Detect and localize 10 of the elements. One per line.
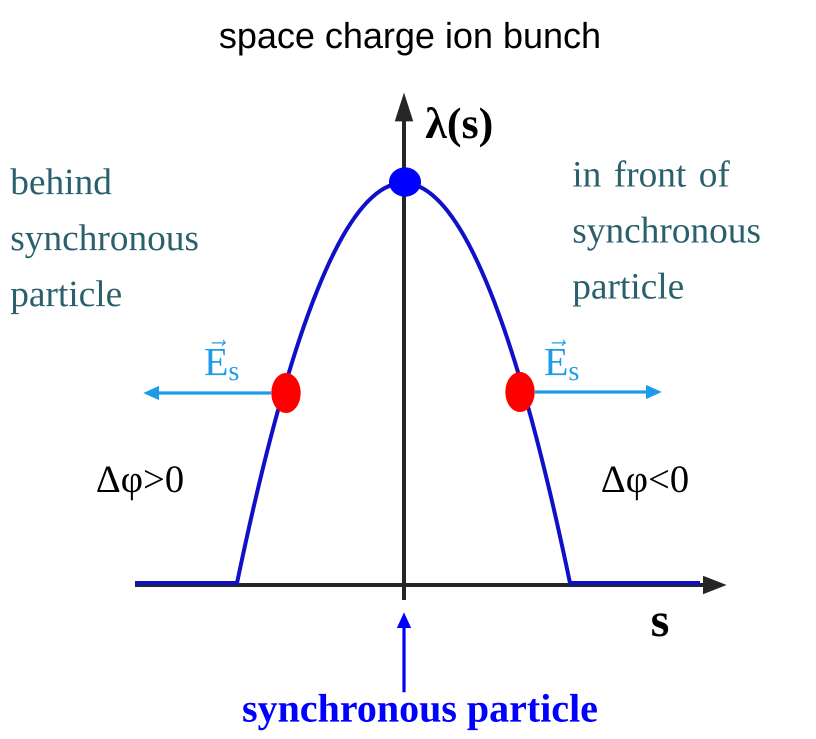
particle-dot: [389, 167, 421, 197]
field-label: $\vec{\mathrm{E}}_{\mathrm{s}}$: [205, 340, 238, 380]
field-label: $\vec{\mathrm{E}}_{\mathrm{s}}$: [545, 340, 578, 380]
particle-dot: [271, 373, 301, 413]
particle-dot: [505, 372, 535, 412]
title: space charge ion bunch: [220, 22, 599, 56]
region-note: in front of synchronous particle: [572, 160, 760, 306]
caption-text: synchronous particle: [243, 694, 597, 730]
phase-label: Δφ>0: [97, 466, 183, 500]
axis-label: s: [652, 613, 668, 636]
